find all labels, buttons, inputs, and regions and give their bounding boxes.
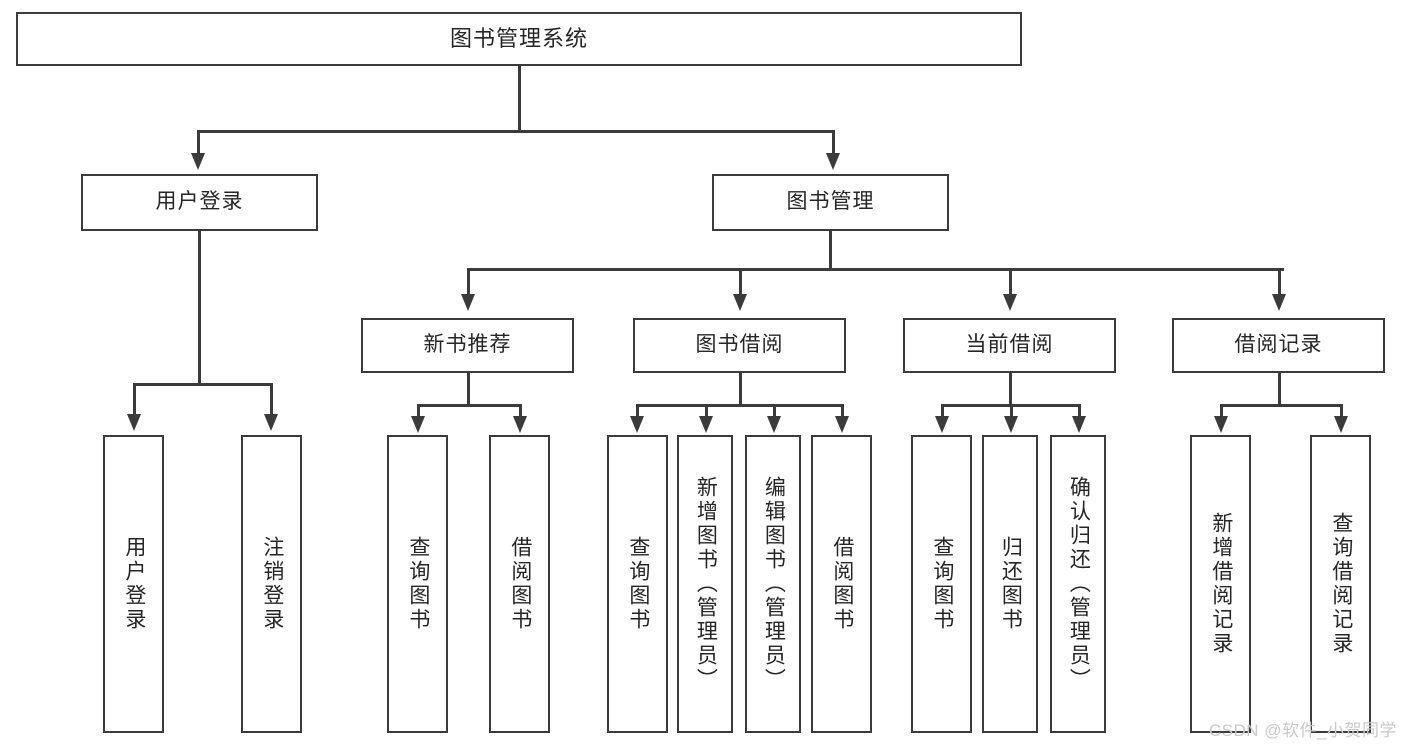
watermark-text: CSDN @软件_小贺同学 xyxy=(1208,721,1397,740)
connector-to-current-borrow xyxy=(1009,268,1012,296)
node-label: 新书推荐 xyxy=(423,333,512,357)
leaf-current-borrow-confirm-return[interactable]: 确认归还（管理员） xyxy=(1050,435,1106,733)
node-book-management[interactable]: 图书管理 xyxy=(712,174,949,231)
node-label: 查询图书 xyxy=(626,536,650,632)
connector-new-book-stem xyxy=(467,373,470,406)
node-root-system[interactable]: 图书管理系统 xyxy=(16,12,1022,66)
arrow-new-book-to-leaf-1 xyxy=(411,416,425,433)
connector-level2-bus xyxy=(467,268,1284,271)
arrow-root-to-book-manage xyxy=(826,153,840,170)
connector-to-book-borrow xyxy=(739,268,742,296)
connector-to-borrow-record xyxy=(1278,268,1281,296)
node-current-borrow[interactable]: 当前借阅 xyxy=(903,318,1116,373)
arrow-current-borrow-to-leaf-2 xyxy=(1004,416,1018,433)
connector-book-borrow-to-leaf-4 xyxy=(841,404,844,418)
connector-new-book-bus xyxy=(417,404,521,407)
connector-borrow-record-stem xyxy=(1278,373,1281,406)
connector-book-borrow-to-leaf-3 xyxy=(773,404,776,418)
node-label: 查询借阅记录 xyxy=(1329,512,1353,656)
arrow-new-book-to-leaf-2 xyxy=(513,416,527,433)
connector-new-book-to-leaf-2 xyxy=(519,404,522,418)
node-borrow-record[interactable]: 借阅记录 xyxy=(1172,318,1385,373)
node-new-book-recommend[interactable]: 新书推荐 xyxy=(361,318,574,373)
node-label: 当前借阅 xyxy=(965,333,1054,357)
connector-new-book-to-leaf-1 xyxy=(417,404,420,418)
arrow-root-to-user-login xyxy=(191,153,205,170)
arrow-book-borrow-to-leaf-4 xyxy=(835,416,849,433)
leaf-current-borrow-return-book[interactable]: 归还图书 xyxy=(982,435,1038,733)
arrow-user-login-to-leaf-1 xyxy=(127,414,141,431)
leaf-borrow-record-add-record[interactable]: 新增借阅记录 xyxy=(1190,435,1251,733)
connector-current-borrow-to-leaf-3 xyxy=(1078,404,1081,418)
arrow-book-borrow-to-leaf-3 xyxy=(767,416,781,433)
node-label: 图书借阅 xyxy=(695,333,784,357)
arrow-to-new-book xyxy=(461,294,475,311)
leaf-book-borrow-borrow-book[interactable]: 借阅图书 xyxy=(811,435,872,733)
connector-root-to-user-login xyxy=(197,130,200,157)
node-user-login[interactable]: 用户登录 xyxy=(81,174,318,231)
arrow-book-borrow-to-leaf-2 xyxy=(699,416,713,433)
node-label: 新增借阅记录 xyxy=(1209,512,1233,656)
node-book-borrow[interactable]: 图书借阅 xyxy=(633,318,846,373)
connector-root-to-book-manage xyxy=(832,130,835,157)
arrow-current-borrow-to-leaf-3 xyxy=(1072,416,1086,433)
node-label: 图书管理 xyxy=(786,190,875,214)
node-label: 注销登录 xyxy=(260,536,284,632)
leaf-borrow-record-query-record[interactable]: 查询借阅记录 xyxy=(1310,435,1371,733)
arrow-current-borrow-to-leaf-1 xyxy=(935,416,949,433)
connector-borrow-record-to-leaf-1 xyxy=(1220,404,1223,418)
connector-borrow-record-bus xyxy=(1220,404,1342,407)
leaf-user-login-logout[interactable]: 注销登录 xyxy=(241,435,302,733)
node-label: 用户登录 xyxy=(122,536,146,632)
connector-book-borrow-stem xyxy=(739,373,742,406)
node-label: 借阅图书 xyxy=(508,536,532,632)
leaf-new-book-borrow-book[interactable]: 借阅图书 xyxy=(489,435,550,733)
arrow-to-borrow-record xyxy=(1272,294,1286,311)
arrow-to-current-borrow xyxy=(1003,294,1017,311)
connector-user-login-bus xyxy=(133,383,272,386)
node-label: 归还图书 xyxy=(999,536,1023,632)
connector-borrow-record-to-leaf-2 xyxy=(1340,404,1343,418)
node-label: 用户登录 xyxy=(155,190,244,214)
node-label: 借阅图书 xyxy=(830,536,854,632)
arrow-to-book-borrow xyxy=(733,294,747,311)
leaf-new-book-query-book[interactable]: 查询图书 xyxy=(387,435,448,733)
connector-current-borrow-stem xyxy=(1009,373,1012,406)
arrow-borrow-record-to-leaf-2 xyxy=(1334,416,1348,433)
node-label: 新增图书（管理员） xyxy=(694,476,718,692)
leaf-book-borrow-edit-book[interactable]: 编辑图书（管理员） xyxy=(745,435,801,733)
connector-current-borrow-to-leaf-1 xyxy=(941,404,944,418)
node-label: 编辑图书（管理员） xyxy=(762,476,786,692)
node-label: 查询图书 xyxy=(406,536,430,632)
arrow-user-login-to-leaf-2 xyxy=(264,414,278,431)
node-label: 确认归还（管理员） xyxy=(1067,476,1091,692)
arrow-book-borrow-to-leaf-1 xyxy=(630,416,644,433)
connector-current-borrow-to-leaf-2 xyxy=(1010,404,1013,418)
connector-to-new-book xyxy=(467,268,470,296)
connector-book-borrow-bus xyxy=(636,404,843,407)
connector-user-login-to-leaf-2 xyxy=(270,383,273,416)
connector-root-bus xyxy=(197,130,834,133)
node-label: 借阅记录 xyxy=(1234,333,1323,357)
leaf-book-borrow-add-book[interactable]: 新增图书（管理员） xyxy=(677,435,733,733)
leaf-user-login-login[interactable]: 用户登录 xyxy=(103,435,164,733)
node-label: 查询图书 xyxy=(930,536,954,632)
node-label: 图书管理系统 xyxy=(449,26,588,52)
connector-book-borrow-to-leaf-1 xyxy=(636,404,639,418)
leaf-current-borrow-query-book[interactable]: 查询图书 xyxy=(911,435,972,733)
connector-book-manage-stem xyxy=(829,231,832,270)
leaf-book-borrow-query-book[interactable]: 查询图书 xyxy=(607,435,668,733)
arrow-borrow-record-to-leaf-1 xyxy=(1214,416,1228,433)
connector-book-borrow-to-leaf-2 xyxy=(705,404,708,418)
connector-root-stem xyxy=(518,66,521,132)
connector-user-login-stem xyxy=(198,231,201,385)
connector-user-login-to-leaf-1 xyxy=(133,383,136,416)
